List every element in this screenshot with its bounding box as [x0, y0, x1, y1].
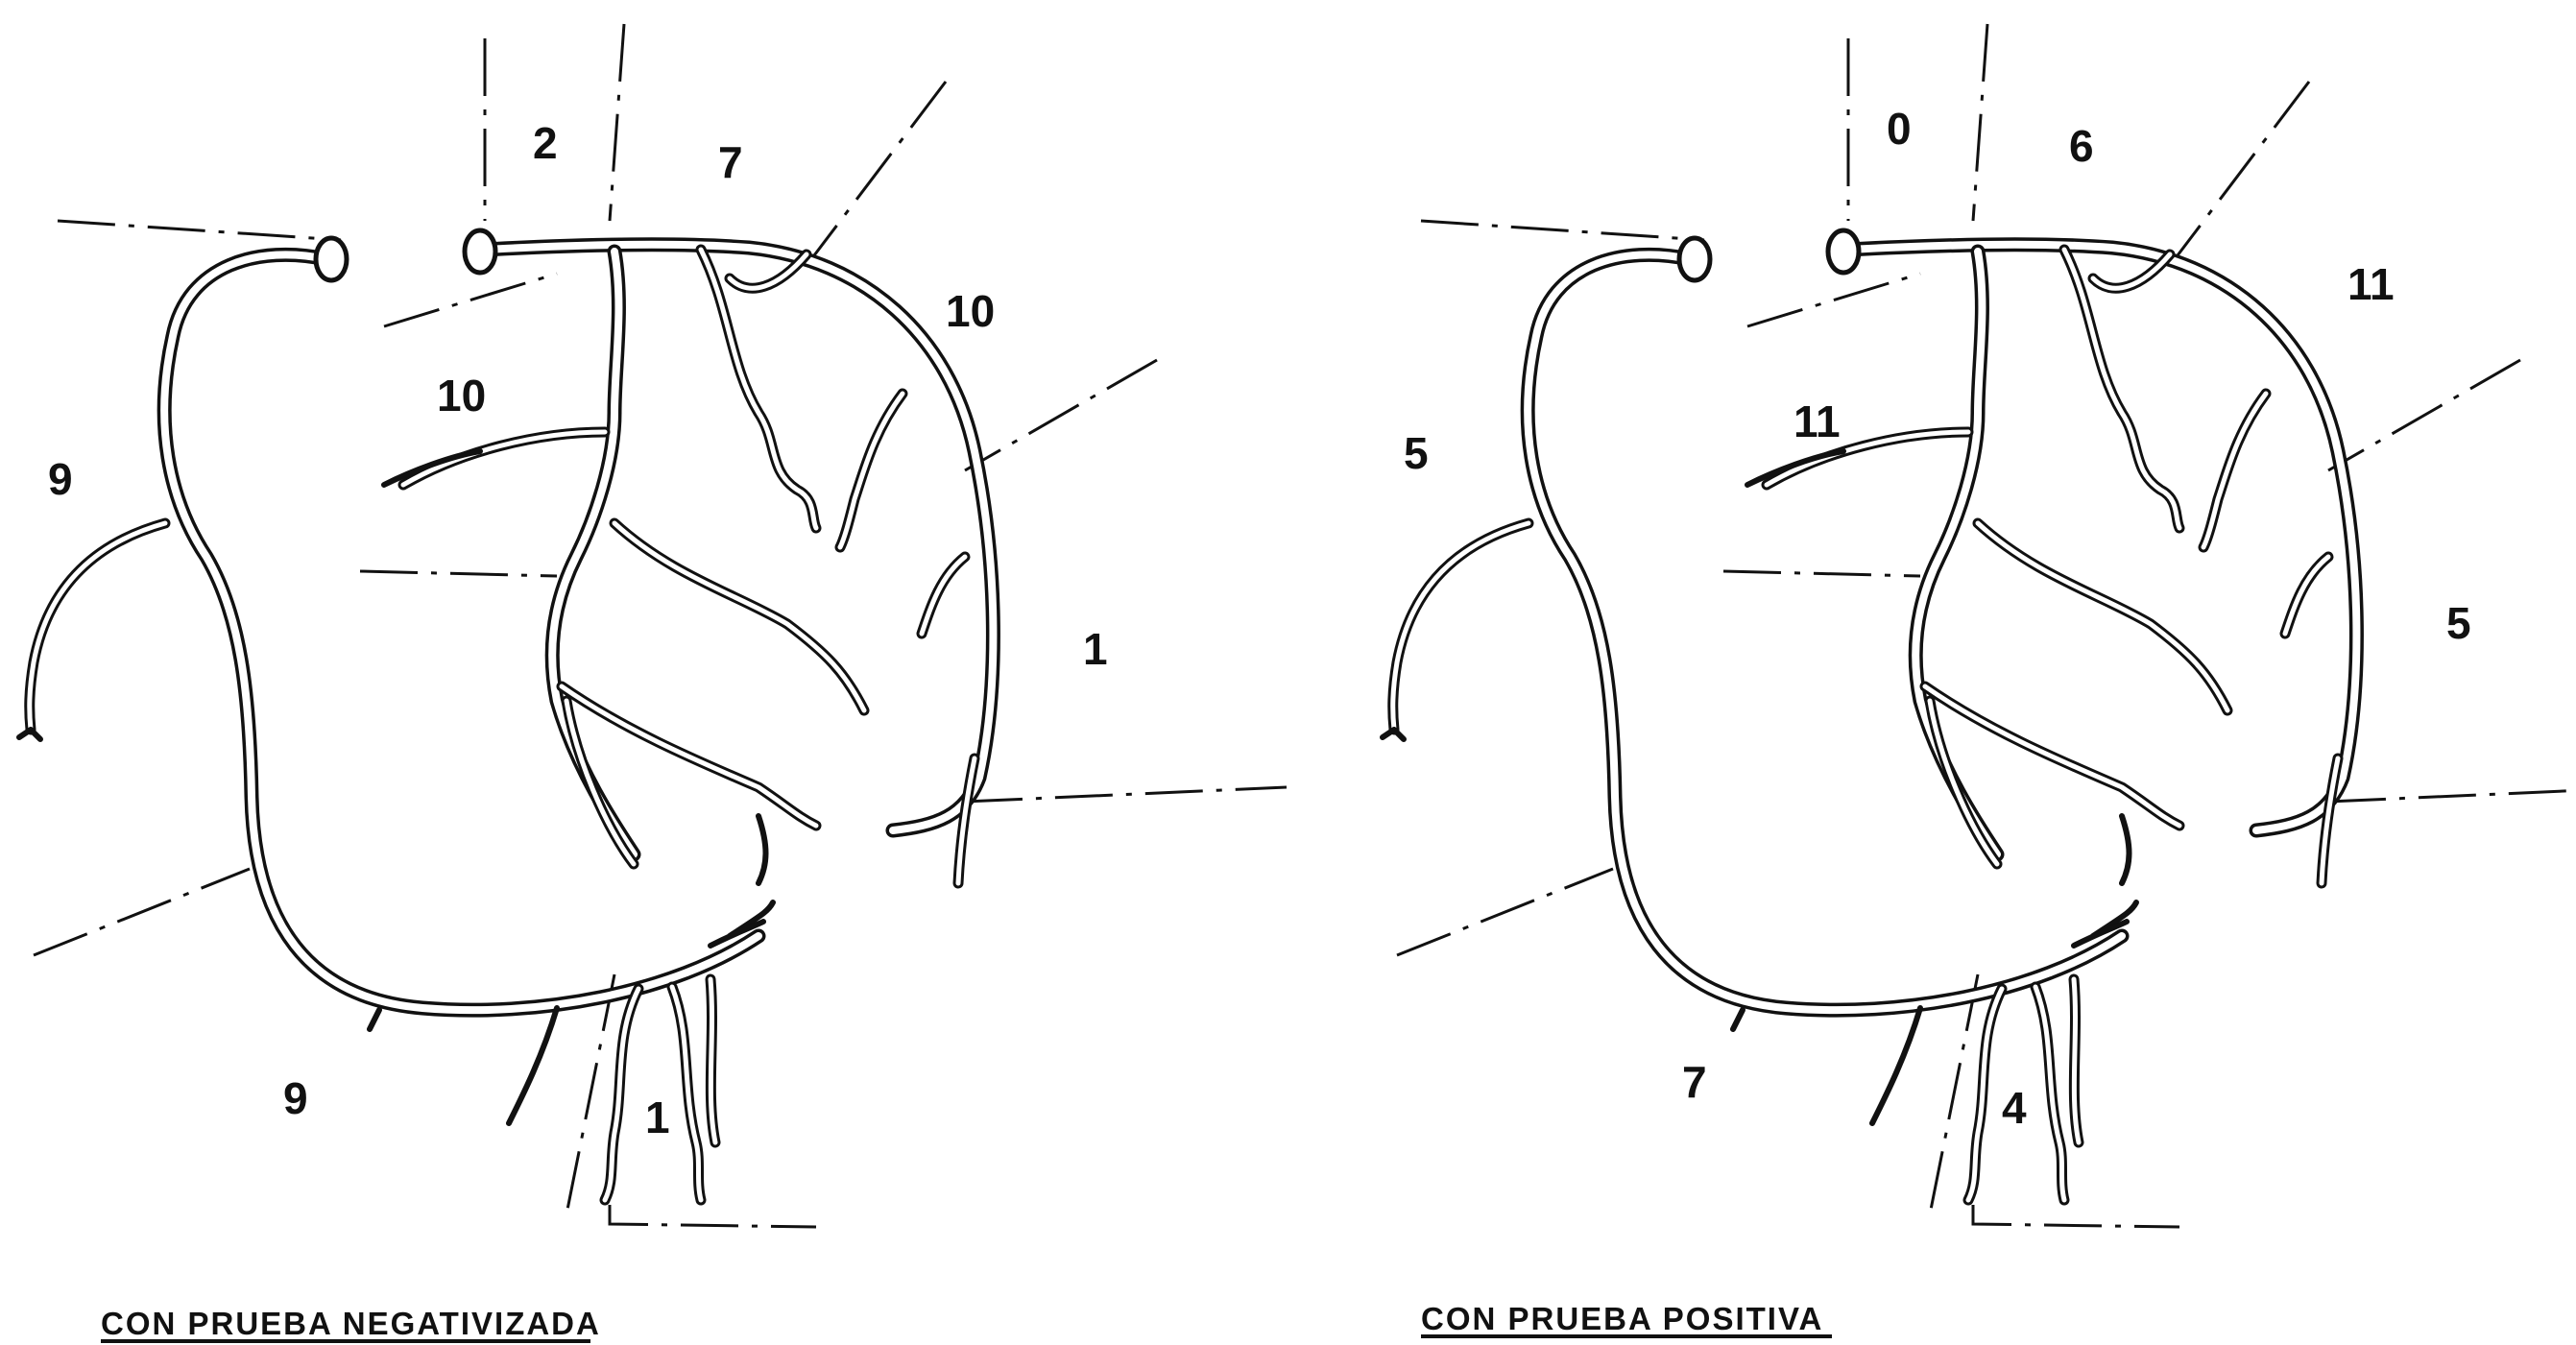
caption-left: CON PRUEBA NEGATIVIZADA [101, 1306, 601, 1341]
segment-right-mid: 5 [2446, 598, 2471, 648]
segment-bottom-center: 4 [2002, 1083, 2027, 1133]
panel-negativizada: 2 7 10 10 1 9 9 1 CON PRUEBA NEGATIVIZAD… [19, 24, 1287, 1341]
segment-far-left: 9 [48, 454, 73, 504]
segment-top-right: 7 [718, 137, 743, 187]
segment-upper-right: 11 [2347, 259, 2395, 309]
panel-positiva: 0 6 11 11 5 5 7 4 CON PRUEBA POSITIVA [1383, 24, 2576, 1336]
segment-right-mid: 1 [1083, 624, 1108, 674]
segment-top-left: 2 [533, 118, 558, 168]
segment-bottom-left: 9 [283, 1073, 308, 1123]
segment-upper-right: 10 [946, 286, 995, 336]
segment-top-left: 0 [1887, 104, 1912, 154]
caption-right: CON PRUEBA POSITIVA [1421, 1301, 1823, 1336]
segment-bottom-left: 7 [1682, 1057, 1707, 1107]
segment-far-left: 5 [1404, 428, 1429, 478]
segment-top-right: 6 [2069, 121, 2094, 171]
segment-bottom-center: 1 [645, 1093, 670, 1142]
heart-diagram-right [1383, 24, 2576, 1227]
segment-inner-left: 10 [437, 371, 486, 420]
segment-inner-left: 11 [1794, 396, 1841, 446]
